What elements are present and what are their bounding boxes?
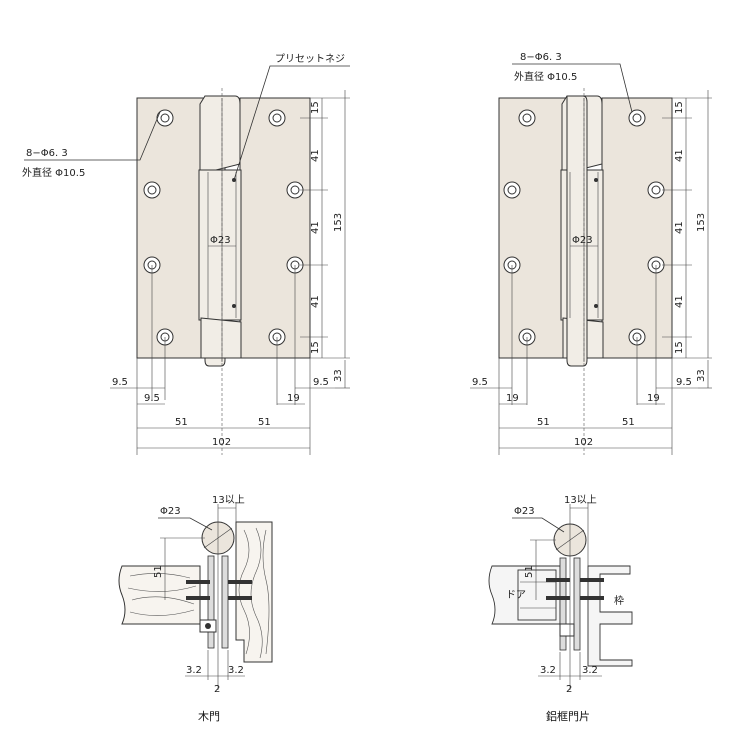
r-pin-diameter-label: Φ23 xyxy=(572,235,593,246)
alu-door-label: ドア xyxy=(506,590,526,601)
left-leaf-plate xyxy=(136,97,206,359)
dim-bottom-offset: 33 xyxy=(333,369,344,382)
wood-frame xyxy=(235,521,273,663)
pin-diameter-label: Φ23 xyxy=(210,235,231,246)
dim-edge-left-inner: 9.5 xyxy=(144,393,160,404)
r-dim-41-b: 41 xyxy=(674,221,685,234)
alu-gap-left: 3.2 xyxy=(540,665,556,676)
wood-leaf-width: 51 xyxy=(153,565,164,578)
left-leaf-holes xyxy=(143,109,174,346)
r-dim-edge-left: 9.5 xyxy=(472,377,488,388)
dim-top-15: 15 xyxy=(310,101,321,114)
caption-wood: 木門 xyxy=(198,710,220,723)
hinge-front-right: 8−Φ6. 3 外直径 Φ10.5 Φ23 15 41 41 41 15 153… xyxy=(470,52,712,455)
right-leaf-plate xyxy=(239,97,311,359)
hole-spec-count: 8−Φ6. 3 xyxy=(26,148,68,159)
dim-41-a: 41 xyxy=(310,149,321,162)
r-dim-edge-right: 9.5 xyxy=(676,377,692,388)
dim-edge-right: 9.5 xyxy=(313,377,329,388)
r-dim-half-right: 51 xyxy=(622,417,635,428)
spring-barrel xyxy=(198,169,242,321)
dim-bottom-15: 15 xyxy=(310,341,321,354)
alu-clearance: 13以上 xyxy=(564,494,597,506)
dim-total-height: 153 xyxy=(333,213,344,232)
r-dim-half-left: 51 xyxy=(537,417,550,428)
alu-frame xyxy=(587,565,633,667)
r-dim-total-width: 102 xyxy=(574,437,593,448)
preset-screw-label: プリセットネジ xyxy=(275,53,345,65)
wood-door-leaf xyxy=(118,565,201,625)
dim-total-width: 102 xyxy=(212,437,231,448)
caption-alu: 鋁框門片 xyxy=(546,709,590,723)
dim-half-right: 51 xyxy=(258,417,271,428)
r-dim-bottom-offset: 33 xyxy=(696,369,707,382)
knuckle-upper-wrap xyxy=(199,95,241,175)
hole-spec-outer: 外直径 Φ10.5 xyxy=(22,166,85,179)
r-hole-spec-count: 8−Φ6. 3 xyxy=(520,52,562,63)
wood-pin-dia: Φ23 xyxy=(160,506,181,517)
alu-leaf-width: 51 xyxy=(524,565,535,578)
wood-clearance: 13以上 xyxy=(212,494,245,506)
wood-gap-left: 3.2 xyxy=(186,665,202,676)
r-dim-41-a: 41 xyxy=(674,149,685,162)
dim-41-c: 41 xyxy=(310,295,321,308)
r-dim-pitch-right: 19 xyxy=(647,393,660,404)
dim-edge-left: 9.5 xyxy=(112,377,128,388)
alu-frame-label: 枠 xyxy=(614,594,624,607)
alu-pin-dia: Φ23 xyxy=(514,506,535,517)
wood-gap-center: 2 xyxy=(214,684,220,695)
dim-hole-pitch: 19 xyxy=(287,393,300,404)
r-hole-spec-outer: 外直径 Φ10.5 xyxy=(514,70,577,83)
section-alu-door: ドア 枠 13以上 Φ23 51 3.2 3.2 2 鋁框門片 xyxy=(488,494,633,723)
alu-gap-right: 3.2 xyxy=(582,665,598,676)
r-left-leaf-plate xyxy=(498,97,568,359)
r-dim-bottom-15: 15 xyxy=(674,341,685,354)
alu-gap-center: 2 xyxy=(566,684,572,695)
r-dim-pitch-left: 19 xyxy=(506,393,519,404)
dim-half-left: 51 xyxy=(175,417,188,428)
dim-41-b: 41 xyxy=(310,221,321,234)
section-wood-door: 13以上 Φ23 51 3.2 3.2 2 木門 xyxy=(118,494,273,723)
r-dim-top-15: 15 xyxy=(674,101,685,114)
r-dim-41-c: 41 xyxy=(674,295,685,308)
r-right-leaf-plate xyxy=(601,97,673,359)
hinge-front-left: プリセットネジ 8−Φ6. 3 外直径 Φ10.5 Φ23 15 41 41 4… xyxy=(22,53,350,455)
knuckle-lower-wrap xyxy=(200,317,242,359)
r-dim-total-height: 153 xyxy=(696,213,707,232)
wood-gap-right: 3.2 xyxy=(228,665,244,676)
